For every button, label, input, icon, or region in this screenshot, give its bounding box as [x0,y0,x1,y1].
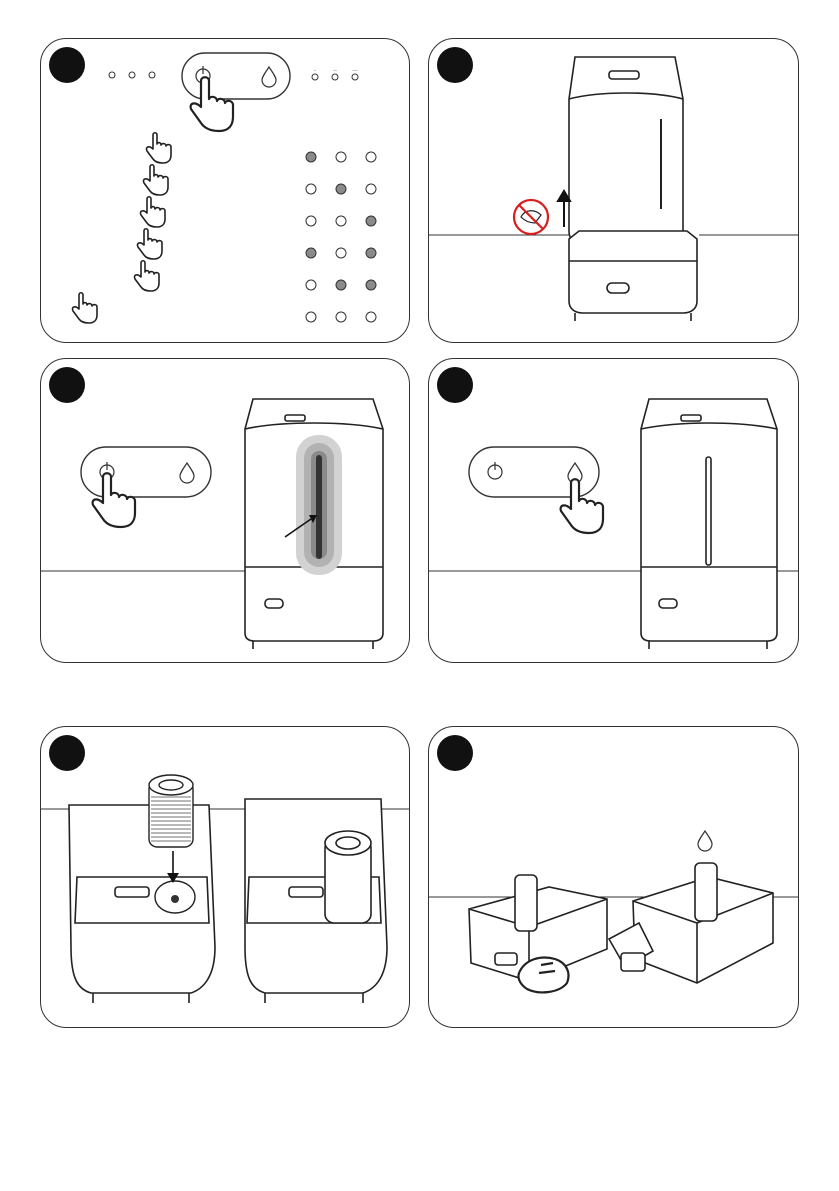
speed-marker-1: . [314,66,316,73]
indicator-led [306,216,316,226]
panel-step-4 [428,358,799,663]
hand-cascade [72,133,171,323]
control-pill [182,53,290,99]
indicator-led [306,312,316,322]
speed-marker-2: .. [333,66,337,73]
indicator-led [306,280,316,290]
indicator-led [336,184,346,194]
lift-tank-diagram [429,39,799,343]
control-panel-diagram: . .. ... [41,39,410,343]
water-drop-icon [262,67,276,87]
pointing-hand-icon [146,133,171,163]
indicator-led [336,248,346,258]
pointing-hand-icon [191,77,233,131]
indicator-led [336,312,346,322]
speed-markers: . .. ... [314,66,358,73]
pointing-hand-icon [143,165,168,195]
humidifier-unit [641,399,777,649]
panel-step-3 [40,358,410,663]
indicator-led [306,152,316,162]
humidifier-base [569,231,697,321]
base-right [609,863,773,983]
water-drop-icon [698,831,712,851]
panel-step-2 [428,38,799,343]
indicator-led [306,248,316,258]
indicator-led [366,216,376,226]
status-dots-left [109,72,155,78]
indicator-led [336,216,346,226]
indicator-led [366,152,376,162]
pointing-hand-icon [518,958,568,993]
light-bar-glow [296,435,342,575]
indicator-led [336,280,346,290]
pointing-hand-icon [140,197,165,227]
indicator-led [366,184,376,194]
panel-step-1: . .. ... [40,38,410,343]
indicator-led [366,312,376,322]
pointing-hand-icon [72,293,97,323]
panel-step-5 [40,726,410,1028]
pointing-hand-icon [137,229,162,259]
no-hand-icon [514,200,548,234]
indicator-pattern-grid [306,152,376,322]
mist-button-diagram [429,359,799,663]
tank-filter-installed [245,799,387,1003]
filter-cartridge [149,775,193,847]
indicator-led [366,248,376,258]
power-on-diagram [41,359,410,663]
speed-leds [312,74,358,80]
indicator-led [366,280,376,290]
aroma-tray-diagram [429,727,799,1028]
water-drop-icon [180,463,194,483]
pointing-hand-icon [93,473,135,527]
indicator-led [336,152,346,162]
panel-step-6 [428,726,799,1028]
indicator-led [306,184,316,194]
filter-install-diagram [41,727,410,1028]
pointing-hand-icon [134,261,159,291]
speed-marker-3: ... [352,66,358,73]
water-tank [569,57,683,243]
